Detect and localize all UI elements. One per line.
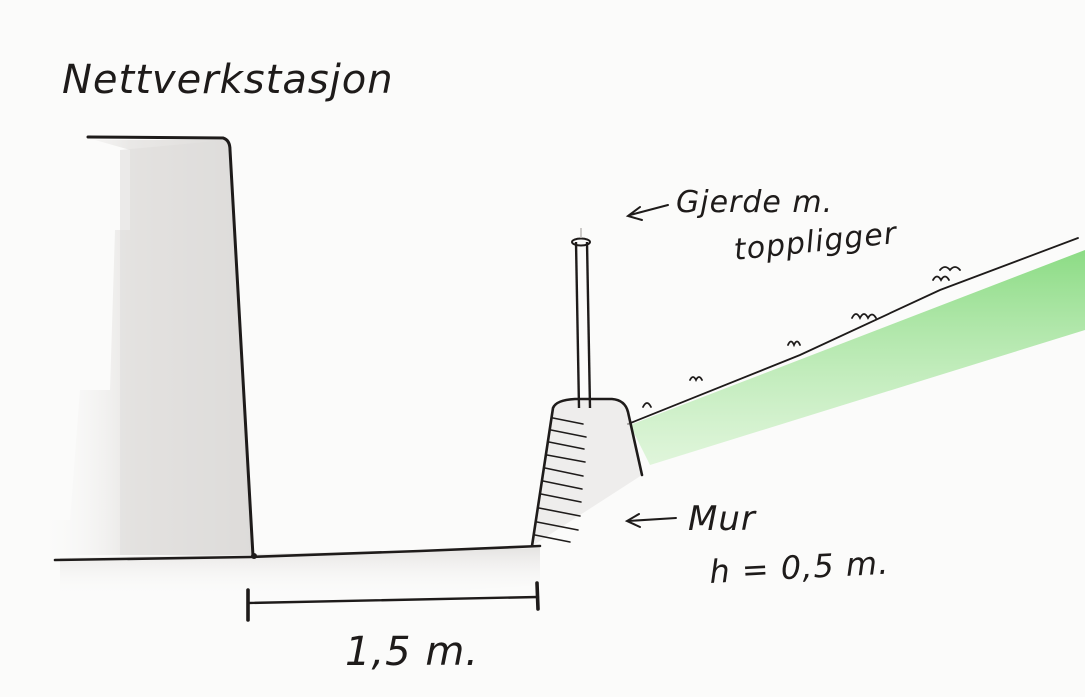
grass-slope [630, 250, 1085, 465]
dimension-line [246, 581, 540, 622]
ground-line [53, 544, 542, 562]
fence-label-line1: Gjerde m. [676, 185, 833, 220]
slope-line [627, 237, 1079, 425]
title-label: Nettverkstasjon [62, 57, 394, 103]
fence-top-rail [571, 237, 591, 247]
grass-tufts [642, 266, 961, 408]
ground-shading [60, 548, 540, 600]
wall-outline [530, 397, 644, 548]
wall-label-line1: Mur [688, 499, 757, 539]
fence-arrow [625, 204, 669, 221]
fence-post [571, 228, 592, 409]
building-shading [30, 140, 252, 555]
building-foot-dot [251, 553, 257, 559]
wall-hatching [534, 417, 587, 543]
wall-arrow [624, 513, 677, 528]
wall-label-line2: h = 0,5 m. [708, 544, 890, 591]
fence-label-line2: toppligger [732, 216, 899, 268]
dimension-label: 1,5 m. [345, 629, 479, 675]
wall [530, 397, 644, 548]
building-outline [86, 135, 255, 558]
